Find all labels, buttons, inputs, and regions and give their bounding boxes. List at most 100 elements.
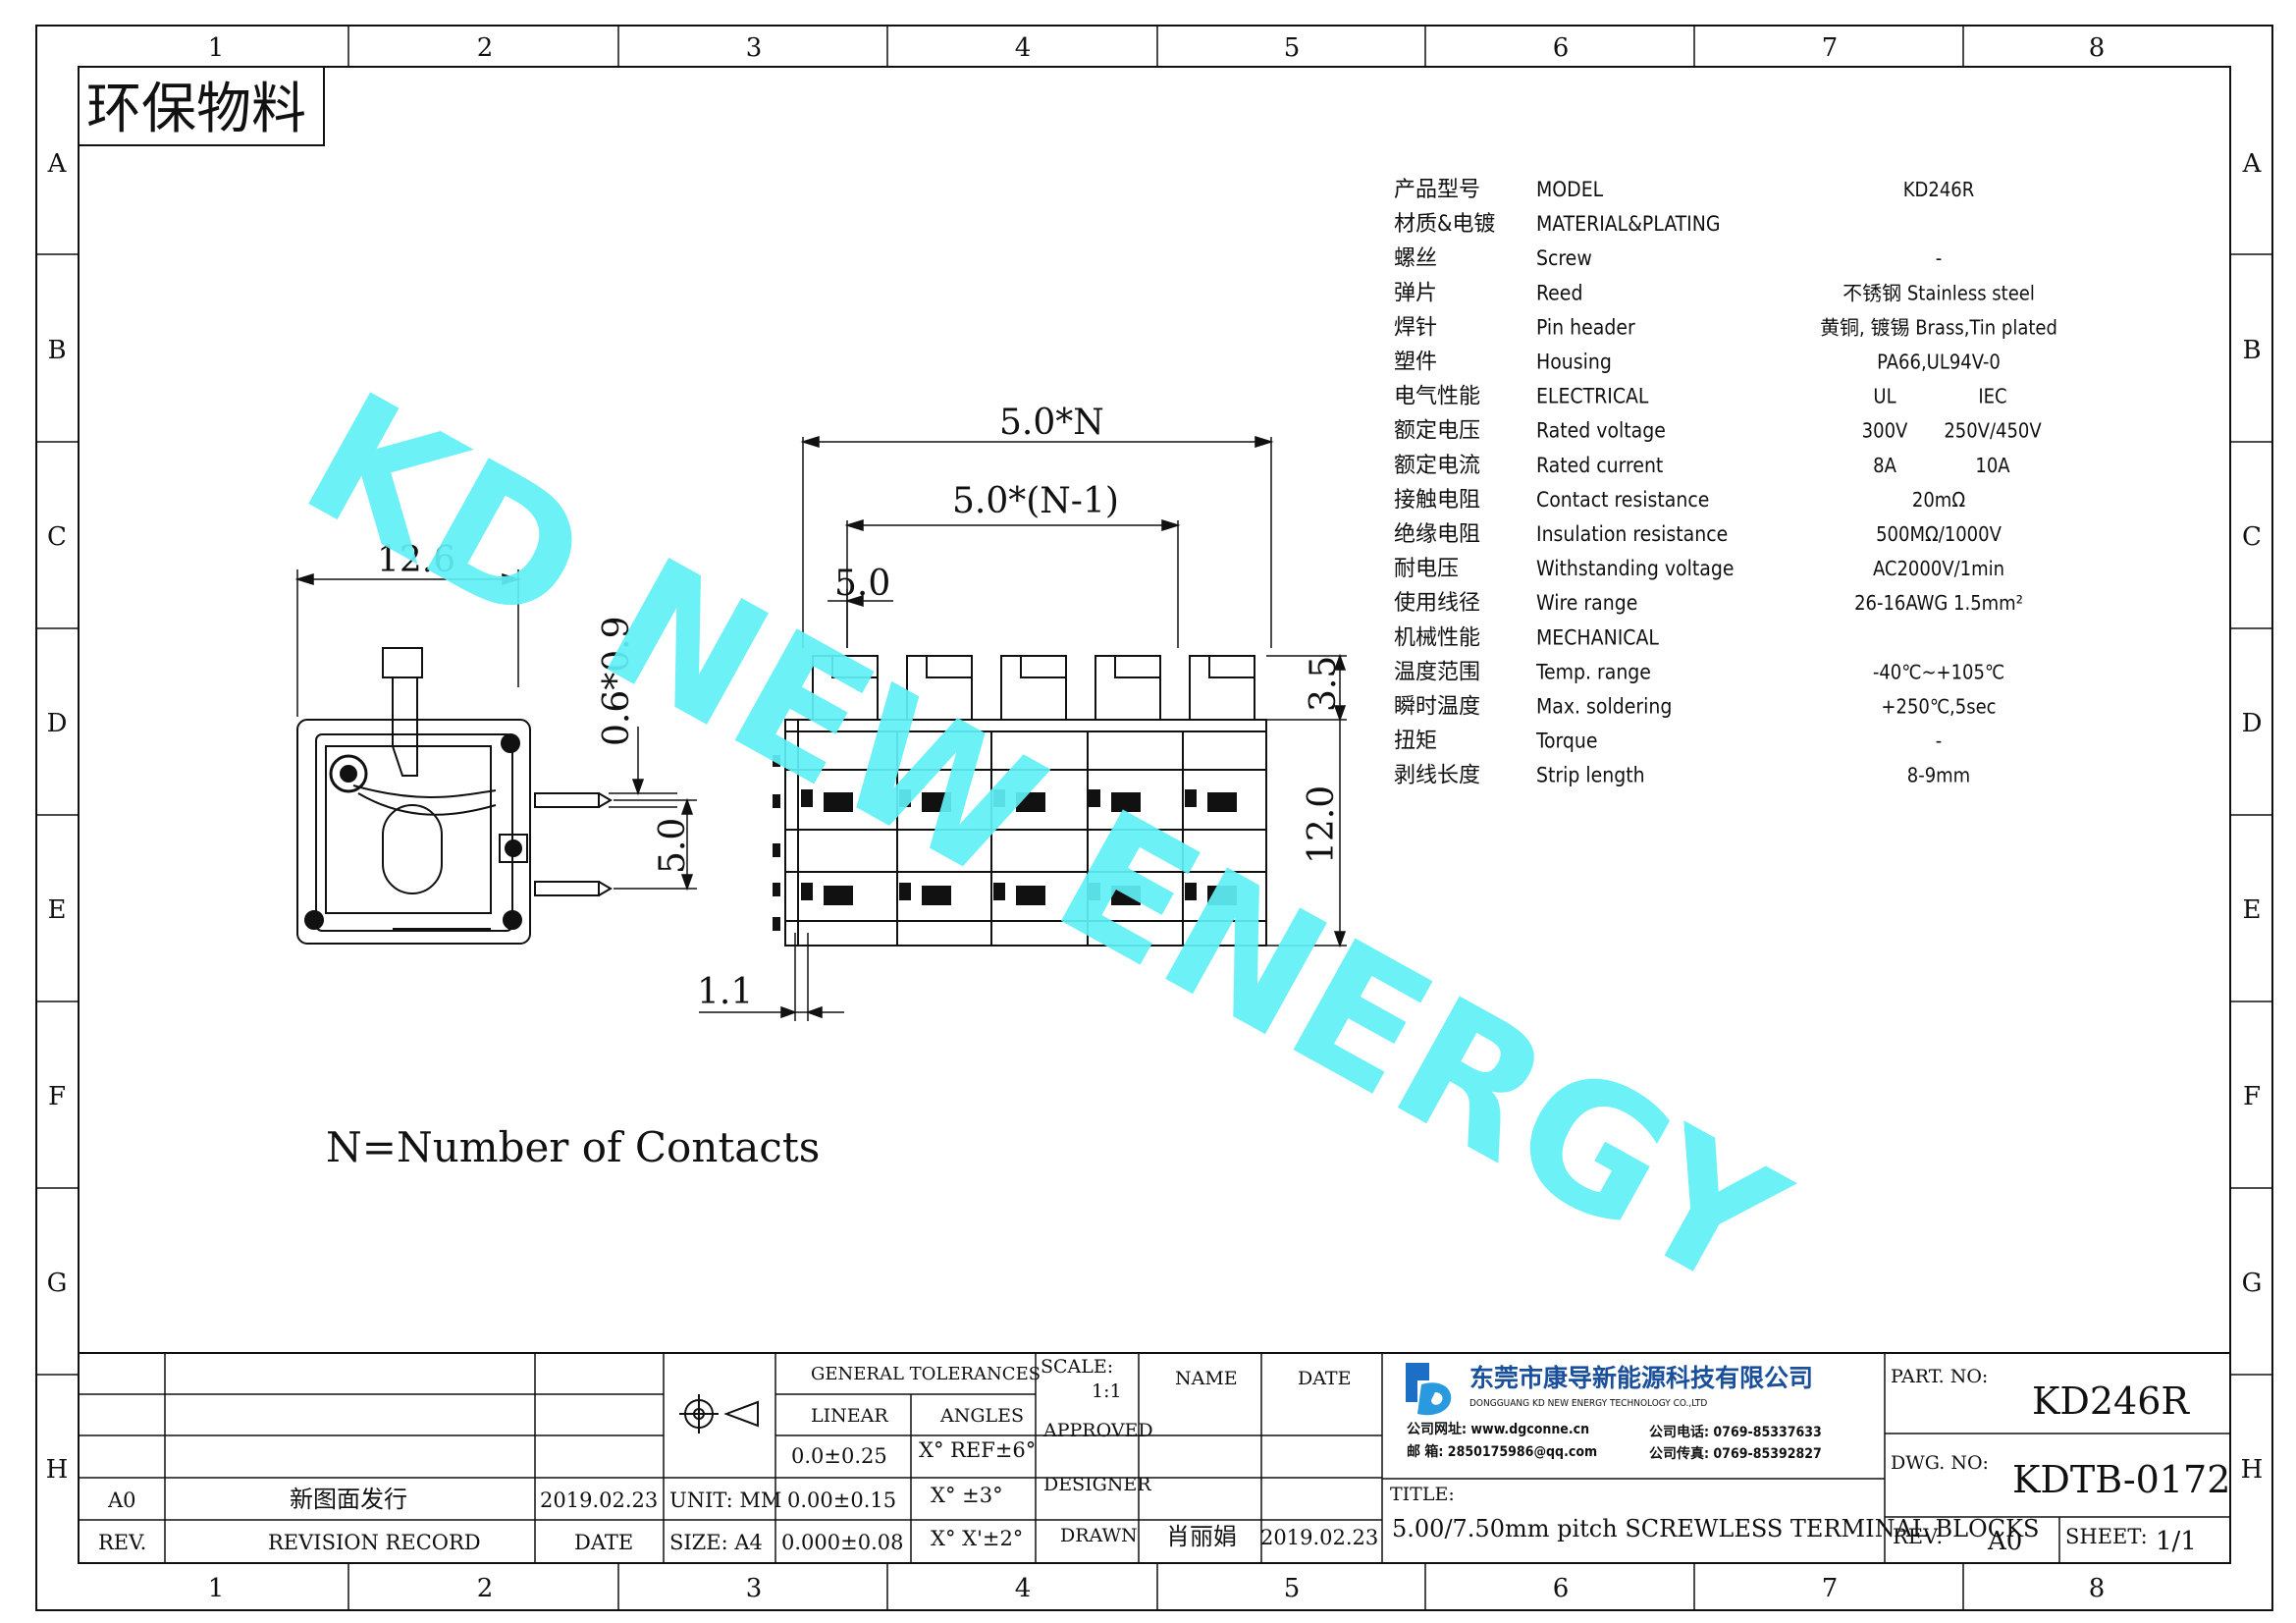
- row-label: C: [47, 522, 67, 552]
- row-label: E: [48, 895, 67, 925]
- spec-label-en: Pin header: [1536, 315, 1635, 339]
- dim-top-height: 3.5: [1304, 656, 1344, 712]
- spec-label-en: Contact resistance: [1536, 488, 1709, 512]
- spec-label-cn: 耐电压: [1394, 557, 1459, 581]
- company-phone: 公司电话: 0769-85337633: [1649, 1424, 1822, 1440]
- spec-label-cn: 接触电阻: [1394, 488, 1480, 513]
- spec-value: -: [1936, 246, 1943, 270]
- unit: UNIT: MM: [669, 1488, 781, 1512]
- spec-label-en: MATERIAL&PLATING: [1536, 212, 1721, 236]
- eco-stamp-box: [78, 66, 325, 146]
- drawn-name: 肖丽娟: [1166, 1523, 1237, 1550]
- company-cn: 东莞市康导新能源科技有限公司: [1469, 1364, 1813, 1392]
- spec-label-en: Strip length: [1536, 764, 1645, 787]
- designer-label: DESIGNER: [1043, 1474, 1151, 1495]
- row-label: H: [2241, 1455, 2264, 1485]
- scale-label: SCALE:: [1041, 1356, 1113, 1378]
- spec-value-ul: UL: [1873, 385, 1896, 408]
- spec-label-en: Temp. range: [1535, 660, 1651, 683]
- col-label: 1: [208, 1574, 225, 1603]
- dim-pin-size: 0.6*0.9: [597, 616, 637, 746]
- row-label: A: [47, 149, 68, 179]
- col-label: 8: [2089, 1574, 2106, 1603]
- spec-label-en: Rated voltage: [1536, 419, 1666, 443]
- spec-value: +250℃,5sec: [1881, 695, 1996, 719]
- row-label: H: [46, 1455, 69, 1485]
- front-view: [773, 655, 1267, 947]
- col-label: 2: [477, 1574, 494, 1603]
- spec-value: PA66,UL94V-0: [1877, 351, 2001, 374]
- company-website: 公司网址: www.dgconne.cn: [1407, 1421, 1589, 1437]
- dwg-no: KDTB-0172: [2012, 1458, 2230, 1501]
- spec-label-cn: 瞬时温度: [1394, 695, 1480, 720]
- spec-label-cn: 绝缘电阻: [1394, 522, 1480, 547]
- spec-label-en: Torque: [1535, 730, 1598, 753]
- spec-label-cn: 电气性能: [1394, 385, 1480, 409]
- size: SIZE: A4: [669, 1531, 763, 1554]
- company-email: 邮 箱: 2850175986@qq.com: [1407, 1443, 1597, 1460]
- dim-pin-offset: 1.1: [697, 972, 753, 1012]
- row-label: C: [2242, 522, 2262, 552]
- title-block: [78, 1352, 2231, 1564]
- name-col-label: NAME: [1175, 1368, 1238, 1389]
- dwg-no-label: DWG. NO:: [1891, 1452, 1989, 1474]
- row-label: G: [47, 1269, 68, 1298]
- col-label: 6: [1553, 33, 1570, 63]
- scale-value: 1:1: [1092, 1380, 1122, 1402]
- front-dim-labels: 5.0*N 5.0*(N-1) 5.0 3.5 12.0: [834, 403, 1344, 864]
- side-dim-labels: 12.6 0.6*0.9 5.0 1.1: [377, 540, 753, 1012]
- spec-label-en: Insulation resistance: [1536, 522, 1728, 546]
- spec-value: 500MΩ/1000V: [1876, 522, 2002, 546]
- part-no: KD246R: [2032, 1380, 2190, 1423]
- spec-label-cn: 焊针: [1394, 315, 1437, 340]
- spec-value-ul: 8A: [1873, 454, 1896, 477]
- spec-label-cn: 螺丝: [1394, 246, 1437, 271]
- revision-date: 2019.02.23: [540, 1488, 658, 1512]
- spec-value: AC2000V/1min: [1873, 557, 2004, 580]
- rev-value: A0: [1987, 1527, 2022, 1556]
- contacts-note: N=Number of Contacts: [326, 1123, 820, 1171]
- front-dimensions: [800, 435, 1347, 948]
- dim-body-height: 12.0: [1302, 785, 1342, 864]
- col-label: 8: [2089, 33, 2106, 63]
- spec-label-en: Wire range: [1536, 591, 1637, 615]
- col-label: 3: [746, 33, 763, 63]
- dim-pitch-n-minus-1: 5.0*(N-1): [952, 481, 1119, 521]
- company-info: 东莞市康导新能源科技有限公司 DONGGUANG KD NEW ENERGY T…: [1407, 1364, 1822, 1462]
- revision-text: 新图面发行: [290, 1486, 407, 1513]
- date-col-label: DATE: [1298, 1368, 1351, 1389]
- spec-value: 8-9mm: [1907, 764, 1970, 787]
- approved-label: APPROVED: [1042, 1420, 1153, 1441]
- dim-side-width: 12.6: [377, 540, 455, 580]
- spec-value-ul: 300V: [1862, 419, 1908, 443]
- col-label: 4: [1015, 33, 1032, 63]
- spec-label-en: MECHANICAL: [1536, 625, 1659, 649]
- frame-labels: 1 2 3 4 5 6 7 8 1 2 3 4 5 6 7 8 A B C D …: [46, 33, 2264, 1603]
- angle-tol-3: X° X'±2°: [931, 1527, 1023, 1550]
- date-label: DATE: [574, 1531, 633, 1554]
- spec-label-en: ELECTRICAL: [1536, 385, 1649, 408]
- angle-tol-1: X° REF±6°: [919, 1438, 1036, 1462]
- company-logo: [1406, 1363, 1452, 1416]
- spec-value: 20mΩ: [1912, 488, 1965, 512]
- spec-value: 黄铜, 镀锡 Brass,Tin plated: [1820, 315, 2057, 339]
- dim-pin-spacing: 5.0: [653, 818, 693, 874]
- linear-label: LINEAR: [811, 1405, 888, 1427]
- part-no-label: PART. NO:: [1891, 1366, 1988, 1387]
- rev-code: A0: [107, 1488, 136, 1512]
- row-label: G: [2242, 1269, 2263, 1298]
- spec-value: KD246R: [1903, 178, 1975, 201]
- drawing-title: 5.00/7.50mm pitch SCREWLESS TERMINAL BLO…: [1392, 1515, 2039, 1542]
- sheet-label: SHEET:: [2065, 1525, 2148, 1548]
- col-label: 5: [1284, 1574, 1301, 1603]
- spec-label-en: Max. soldering: [1536, 695, 1672, 719]
- rev-label: REV.: [98, 1531, 146, 1554]
- spec-label-cn: 额定电压: [1394, 419, 1480, 444]
- col-label: 7: [1822, 33, 1839, 63]
- col-label: 6: [1553, 1574, 1570, 1603]
- angle-tol-2: X° ±3°: [931, 1484, 1003, 1507]
- projection-symbol: [679, 1394, 759, 1434]
- spec-value: -: [1936, 730, 1943, 753]
- linear-tol-2: 0.00±0.15: [787, 1488, 896, 1512]
